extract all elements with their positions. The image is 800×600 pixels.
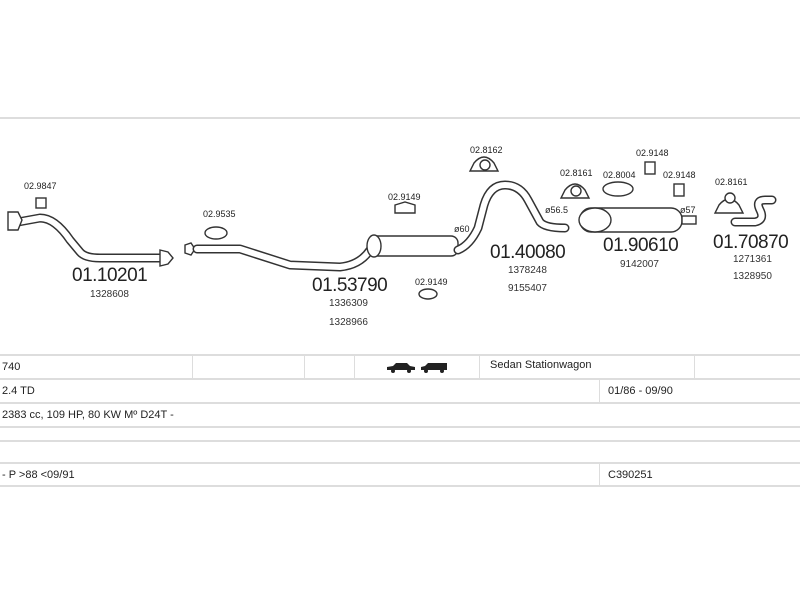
body-types-cell: Sedan Stationwagon	[480, 356, 695, 378]
oe-number: 1271361	[733, 254, 772, 265]
part-number: 01.70870	[713, 232, 788, 253]
oe-number: 1328608	[90, 289, 129, 300]
table-row: 740 Sedan Stationwagon	[0, 354, 800, 378]
rubber-mount-icon	[394, 201, 416, 214]
rubber-mount-icon	[418, 288, 438, 300]
oe-number: 1328950	[733, 271, 772, 282]
rubber-mount-icon	[644, 161, 656, 175]
flange-icon	[7, 211, 23, 231]
body-icons-cell	[355, 356, 480, 378]
hanger-number: 02.8161	[715, 177, 748, 187]
part-intermediate-pipe[interactable]: 02.8162 ø60 01.40080 1378248 9155407	[453, 145, 570, 294]
rubber-number: 02.9148	[636, 148, 669, 158]
part-tail-pipe[interactable]: 02.8161 01.70870 1271361 1328950	[713, 177, 789, 282]
part-middle-silencer[interactable]: 02.9535 02.9149 02.9149 01.53790 1336309…	[184, 192, 459, 328]
diameter-label: ø57	[680, 205, 696, 215]
oe-number: 9155407	[508, 283, 547, 294]
oe-number: 9142007	[620, 259, 659, 270]
rubber-number: 02.9149	[388, 192, 421, 202]
part-rear-silencer[interactable]: 02.8161 02.8004 02.9148 02.9148 ø56.5 ø5…	[545, 148, 697, 270]
table-row: 2383 cc, 109 HP, 80 KW Mº D24T -	[0, 402, 800, 426]
gasket-number: 02.8004	[603, 170, 636, 180]
code-cell: C390251	[608, 468, 653, 481]
model-cell: 740	[0, 356, 193, 378]
rubber-mount-icon	[673, 183, 685, 197]
note-cell: - P >88 <09/91	[0, 464, 600, 485]
gasket-icon	[602, 181, 634, 197]
engine-cell: 2.4 TD	[0, 380, 600, 402]
table-row: 2.4 TD 01/86 - 09/90	[0, 378, 800, 402]
sedan-icon	[387, 363, 415, 373]
diameter-label: ø56.5	[545, 205, 568, 215]
part-number: 01.10201	[72, 265, 147, 286]
flange-icon	[159, 249, 174, 267]
part-front-pipe[interactable]: 02.9847 01.10201 1328608	[7, 181, 174, 300]
gasket-icon	[204, 226, 228, 240]
flange-icon	[184, 242, 196, 256]
part-number: 01.53790	[312, 275, 387, 296]
clamp-number: 02.9847	[24, 181, 57, 191]
gasket-number: 02.9535	[203, 209, 236, 219]
hanger-number: 02.8161	[560, 168, 593, 178]
rubber-number: 02.9148	[663, 170, 696, 180]
diameter-label: ø60	[454, 224, 470, 234]
clamp-icon	[35, 197, 47, 209]
specs-cell: 2383 cc, 109 HP, 80 KW Mº D24T -	[2, 409, 174, 421]
part-number: 01.40080	[490, 242, 565, 263]
top-divider	[0, 117, 800, 119]
rubber-number: 02.9149	[415, 277, 448, 287]
stationwagon-icon	[421, 363, 447, 373]
table-row: - P >88 <09/91 C390251	[0, 462, 800, 487]
oe-number: 1336309	[329, 298, 368, 309]
exhaust-diagram: 02.9847 01.10201 1328608 02.9535 02.9149…	[7, 145, 789, 328]
oe-number: 1328966	[329, 317, 368, 328]
part-number: 01.90610	[603, 235, 678, 256]
hanger-number: 02.8162	[470, 145, 503, 155]
oe-number: 1378248	[508, 265, 547, 276]
period-cell: 01/86 - 09/90	[608, 385, 673, 397]
